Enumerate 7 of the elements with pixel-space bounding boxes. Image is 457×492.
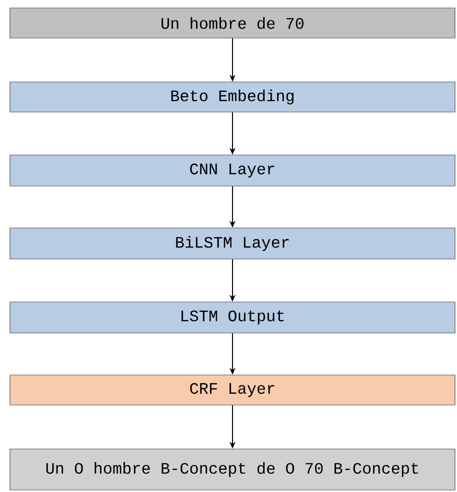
layer-box: Un hombre de 70 <box>10 8 456 38</box>
layer-box: BiLSTM Layer <box>10 228 456 260</box>
layer-box: Beto Embeding <box>10 82 456 112</box>
layer-box: Un O hombre B-Concept de O 70 B-Concept <box>10 448 456 490</box>
layer-box: CNN Layer <box>10 154 456 186</box>
layer-box: LSTM Output <box>10 302 456 334</box>
layer-box: CRF Layer <box>10 374 456 406</box>
